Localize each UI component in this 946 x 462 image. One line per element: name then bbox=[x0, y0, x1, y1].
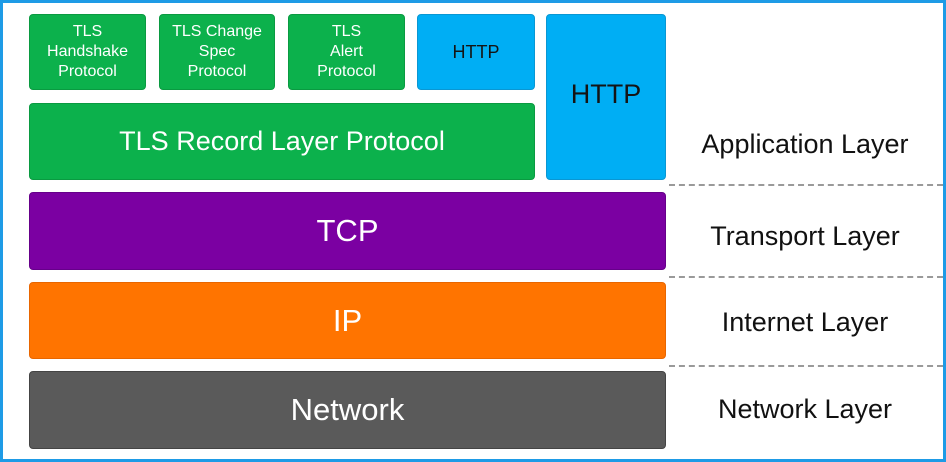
tcp-label: TCP bbox=[316, 213, 379, 248]
transport-layer-label: Transport Layer bbox=[710, 221, 900, 251]
tls-handshake-protocol-box: TLS Handshake Protocol bbox=[29, 14, 146, 90]
ip-label: IP bbox=[332, 302, 363, 338]
divider-internet-network bbox=[669, 365, 943, 367]
http-tall-box: HTTP bbox=[546, 14, 666, 180]
tls-handshake-protocol-label: TLS Handshake Protocol bbox=[47, 23, 128, 80]
tls-alert-protocol-label: TLS Alert Protocol bbox=[317, 23, 376, 80]
tcp-box: TCP bbox=[29, 192, 666, 270]
tls-change-spec-protocol-box: TLS Change Spec Protocol bbox=[159, 14, 275, 90]
tls-alert-protocol-box: TLS Alert Protocol bbox=[288, 14, 405, 90]
http-tall-label: HTTP bbox=[570, 79, 642, 109]
tls-change-spec-protocol-label: TLS Change Spec Protocol bbox=[172, 23, 262, 80]
ip-box: IP bbox=[29, 282, 666, 359]
tls-record-layer-protocol-label: TLS Record Layer Protocol bbox=[119, 126, 445, 156]
network-layer-label: Network Layer bbox=[717, 394, 893, 424]
http-small-box: HTTP bbox=[417, 14, 535, 90]
tls-record-layer-protocol-box: TLS Record Layer Protocol bbox=[29, 103, 535, 180]
divider-transport-internet bbox=[669, 276, 943, 278]
application-layer-label: Application Layer bbox=[701, 129, 909, 159]
internet-layer-label: Internet Layer bbox=[721, 307, 889, 337]
network-label: Network bbox=[290, 392, 405, 427]
network-box: Network bbox=[29, 371, 666, 449]
divider-application-transport bbox=[669, 184, 943, 186]
http-small-label: HTTP bbox=[452, 41, 500, 62]
